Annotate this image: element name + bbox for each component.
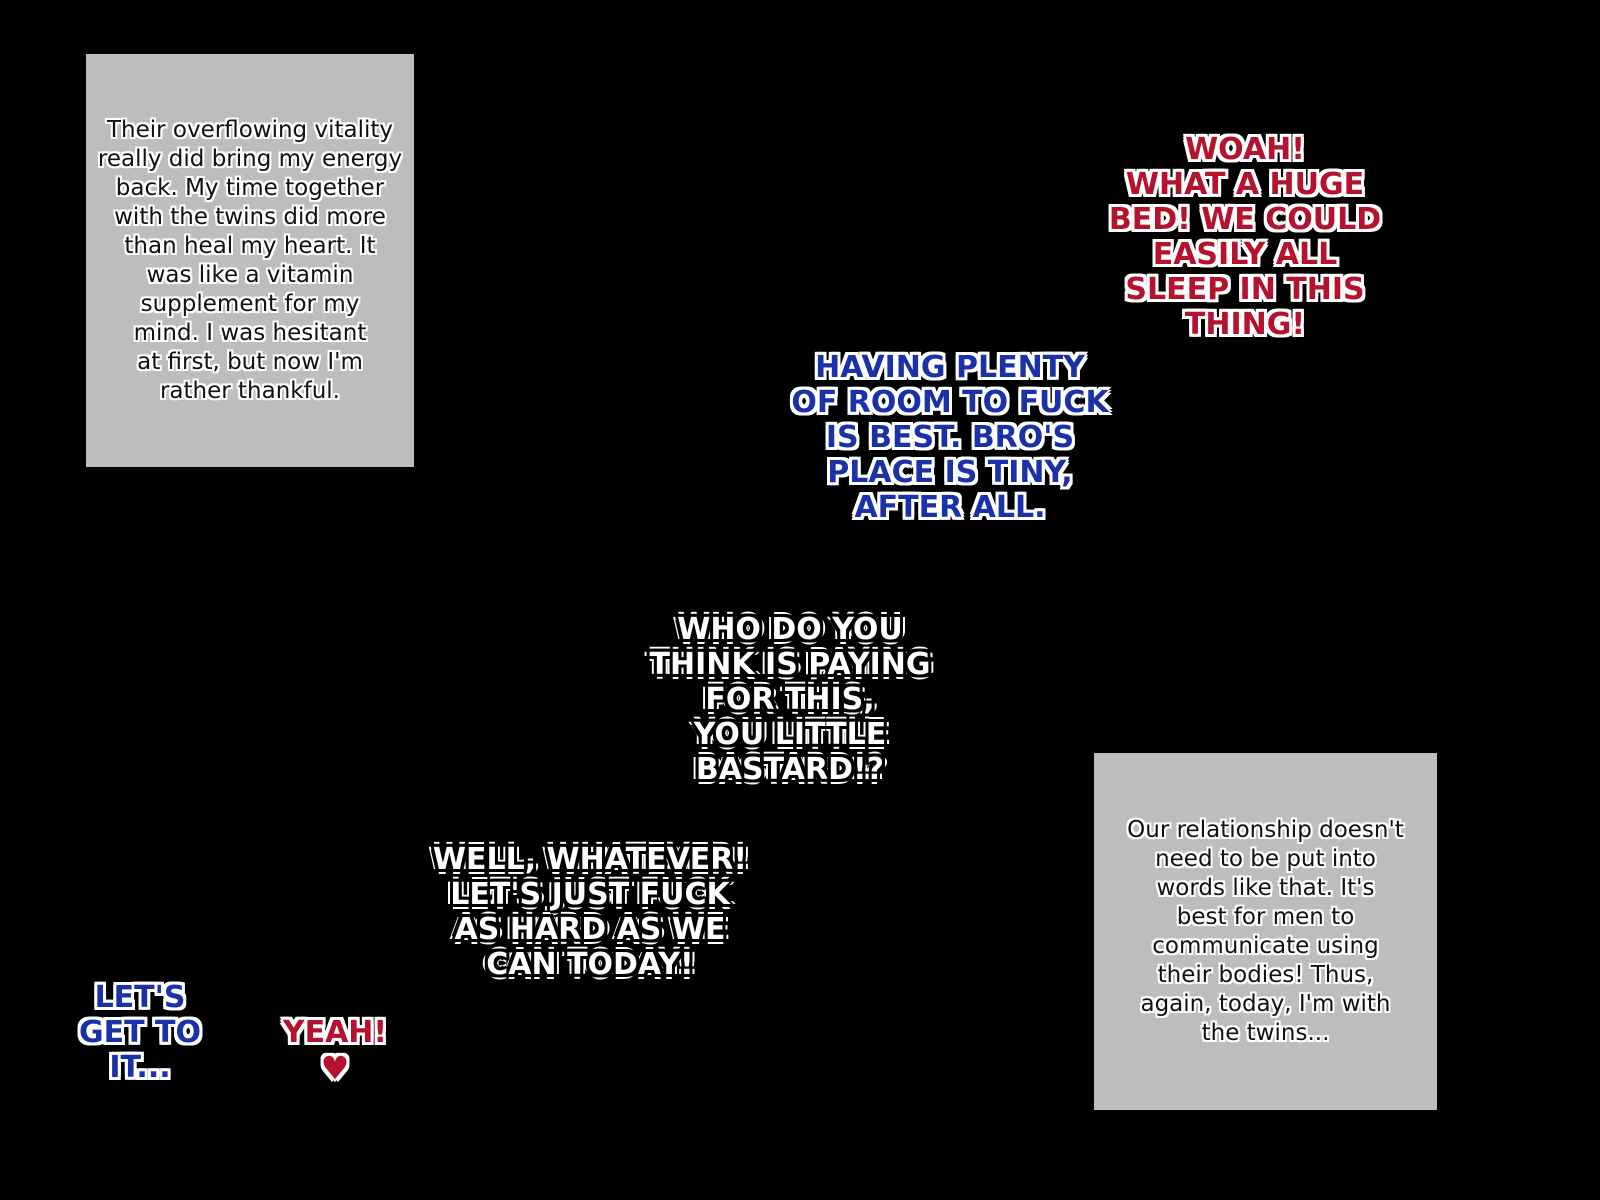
heart-icon: ♥ [320,1049,350,1087]
speech-bubble-who-paying: WHO DO YOU THINK IS PAYING FOR THIS, YOU… [649,612,931,787]
yeah-text: YEAH! [282,1015,388,1050]
speech-bubble-whatever: WELL, WHATEVER! LET'S JUST FUCK AS HARD … [432,842,748,982]
speech-bubble-get-to-it: LET'S GET TO IT... [79,980,201,1085]
speech-bubble-yeah: YEAH! ♥ [270,980,400,1119]
narration-text-bottom-right: Our relationship doesn't need to be put … [1127,816,1404,1046]
speech-bubble-woah: WOAH! WHAT A HUGE BED! WE COULD EASILY A… [1108,132,1382,342]
narration-box-bottom-right: Our relationship doesn't need to be put … [1094,753,1437,1110]
narration-box-top-left: Their overflowing vitality really did br… [86,54,414,467]
narration-text-top-left: Their overflowing vitality really did br… [97,116,403,404]
speech-bubble-plenty-room: HAVING PLENTY OF ROOM TO FUCK IS BEST. B… [791,350,1109,525]
